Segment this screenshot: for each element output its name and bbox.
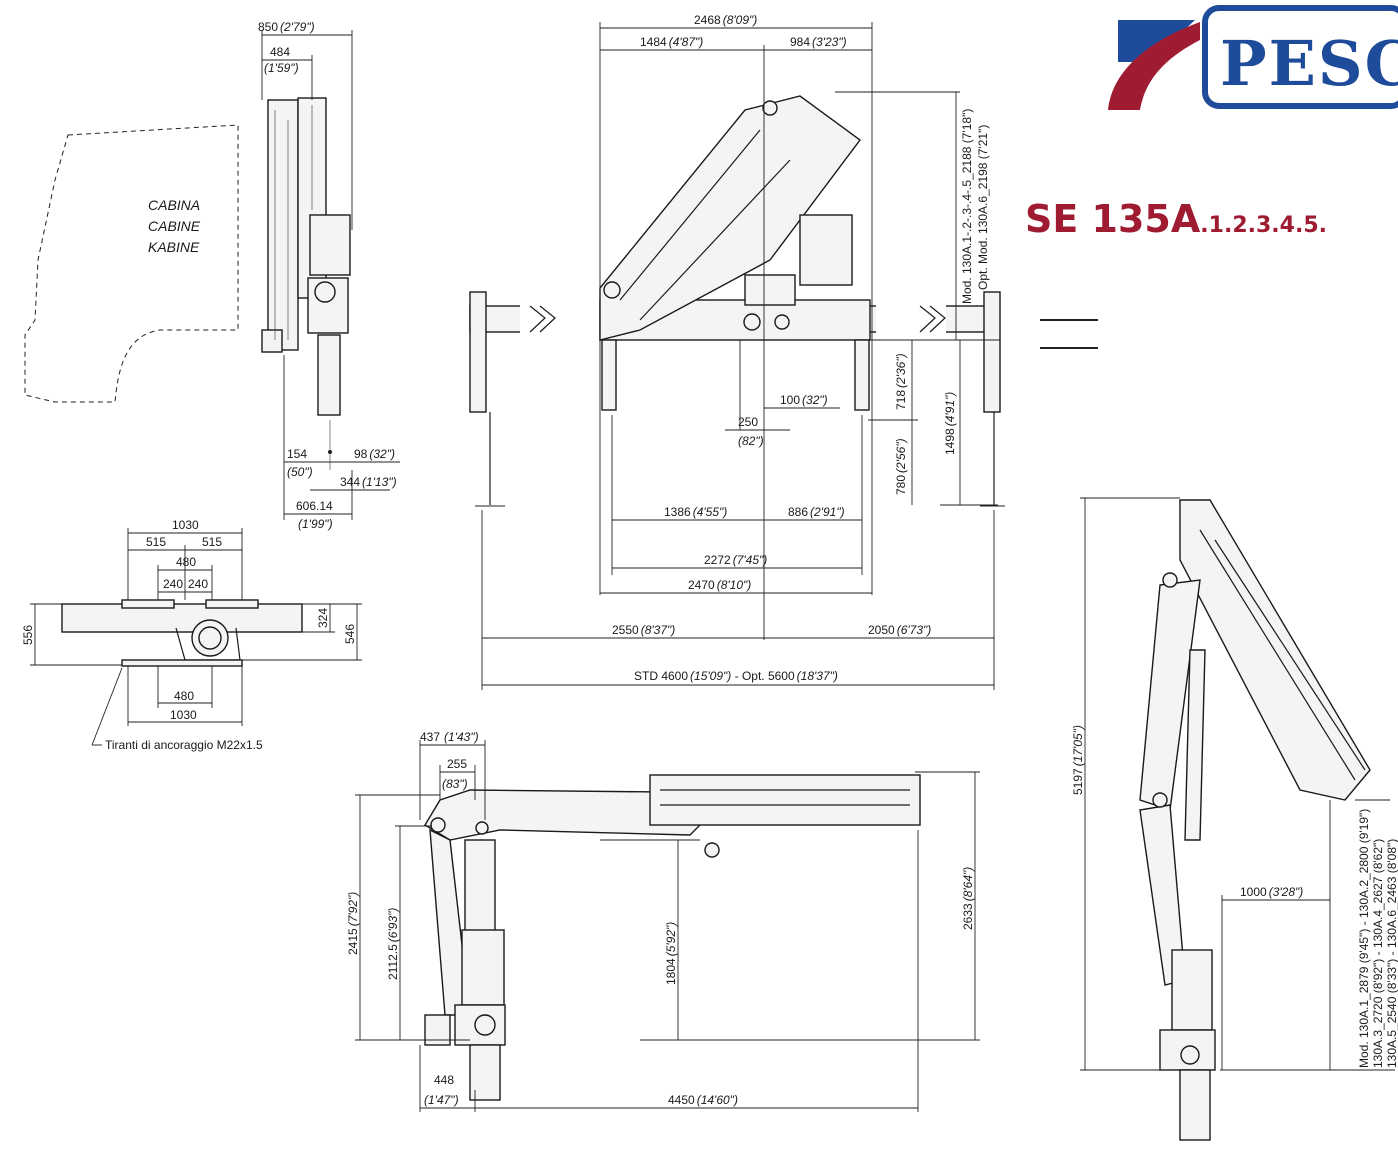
cab-label-de: KABINE <box>148 239 200 255</box>
front-dim-250: 250 <box>738 415 758 429</box>
front-dim-886: 886(2'91") <box>788 505 845 519</box>
base-dim-240-right: 240 <box>188 577 208 591</box>
ext-dim-2633: 2633(8'64") <box>961 867 975 930</box>
side-dim-850: 850(2'79") <box>258 20 315 34</box>
front-dim-2050: 2050(6'73") <box>868 623 931 637</box>
front-dim-250-in: (82") <box>738 434 764 448</box>
ext-dim-1804: 1804(5'92") <box>664 922 678 985</box>
fold-dim-5197: 5197(17'05") <box>1071 725 1085 795</box>
front-dim-2470: 2470(8'10") <box>688 578 751 592</box>
logo-frame <box>1202 5 1398 109</box>
ext-dim-255-in: (83") <box>442 777 468 791</box>
front-dim-1484: 1484(4'87") <box>640 35 703 49</box>
cab-dashed-outline <box>24 124 239 403</box>
ext-dim-448-in: (1'47") <box>424 1093 459 1107</box>
front-dim-2272: 2272(7'45") <box>704 553 767 567</box>
side-dim-484-in: (1'59") <box>264 61 299 75</box>
fold-mod-line3: 130A.5_2540 (8'33") - 130A.6_2463 (8'08"… <box>1385 839 1398 1068</box>
ext-dim-255: 255 <box>447 757 467 771</box>
base-dim-1030-bottom: 1030 <box>170 708 197 722</box>
front-height-opt: Opt. Mod. 130A.6_2198 (7'21") <box>976 125 990 290</box>
front-height-mod: Mod. 130A.1-.2-.3-.4-.5_2188 (7'18") <box>960 109 974 304</box>
logo-red-swoosh <box>1108 22 1200 110</box>
base-dim-324: 324 <box>316 608 330 628</box>
side-dim-98: 98(32") <box>354 447 395 461</box>
base-dim-1030-top: 1030 <box>172 518 199 532</box>
side-dim-154-in: (50") <box>287 465 313 479</box>
side-view: 850(2'79") 484 (1'59") 154 (50") 98(32")… <box>258 20 400 531</box>
base-dim-515-left: 515 <box>146 535 166 549</box>
ext-dim-448: 448 <box>434 1073 454 1087</box>
front-dim-984: 984(3'23") <box>790 35 847 49</box>
base-dim-480-bottom: 480 <box>174 689 194 703</box>
ext-dim-437: 437(1'43") <box>420 730 479 744</box>
side-dim-154: 154 <box>287 447 307 461</box>
front-dim-100: 100(32") <box>780 393 828 407</box>
base-dim-556: 556 <box>21 625 35 645</box>
base-plan-view: 1030 515 515 480 240 240 556 324 546 480… <box>21 518 362 752</box>
front-dim-718: 718(2'36") <box>894 353 908 410</box>
brand-name: PESCI <box>1220 27 1398 100</box>
fold-mod-line1: Mod. 130A.1_2879 (9'45") - 130A.2_2800 (… <box>1357 809 1371 1068</box>
front-dim-1498: 1498(4'91") <box>943 392 957 455</box>
model-main: SE 135A <box>1025 197 1201 241</box>
model-title: SE 135A.1.2.3.4.5. <box>1025 197 1327 241</box>
folded-view: 5197(17'05") 1000(3'28") Mod. 130A.1_287… <box>1071 497 1398 1141</box>
ext-dim-2112: 2112.5(6'93") <box>386 908 400 980</box>
extended-view: 437(1'43") 255 (83") 2415(7'92") 2112.5(… <box>346 730 980 1112</box>
base-dim-480-top: 480 <box>176 555 196 569</box>
ext-dim-2415: 2415(7'92") <box>346 892 360 955</box>
front-view: 2468(8'09") 1484(4'87") 984(3'23") Mod. … <box>469 13 1005 690</box>
cab-outline-view: CABINA CABINE KABINE <box>24 124 239 403</box>
front-dim-2550: 2550(8'37") <box>612 623 675 637</box>
base-dim-240-left: 240 <box>163 577 183 591</box>
front-dim-780: 780(2'56") <box>894 438 908 495</box>
model-suffix: .1.2.3.4.5. <box>1200 213 1327 238</box>
side-dim-606: 606.14 <box>296 499 333 513</box>
fold-mod-line2: 130A.3_2720 (8'92") - 130A.4_2627 (8'62"… <box>1371 839 1385 1068</box>
side-dim-484: 484 <box>270 45 290 59</box>
fold-dim-1000: 1000(3'28") <box>1240 885 1303 899</box>
front-dim-std-opt: STD 4600(15'09") - Opt. 5600(18'37") <box>634 669 838 683</box>
front-dim-2468: 2468(8'09") <box>694 13 757 27</box>
front-dim-1386: 1386(4'55") <box>664 505 727 519</box>
ext-dim-4450: 4450(14'60") <box>668 1093 738 1107</box>
side-dim-606-in: (1'99") <box>298 517 333 531</box>
equals-symbol <box>1040 319 1098 349</box>
cab-label-it: CABINA <box>148 197 200 213</box>
base-anchor-note: Tiranti di ancoraggio M22x1.5 <box>105 738 263 752</box>
base-dim-515-right: 515 <box>202 535 222 549</box>
svg-text:SE 135A.1.2.3.4.5.: SE 135A.1.2.3.4.5. <box>1025 197 1327 241</box>
brand-logo: PESCI <box>1108 5 1398 110</box>
side-dim-344: 344(1'13") <box>340 475 397 489</box>
cab-label-fr: CABINE <box>148 218 201 234</box>
base-dim-546: 546 <box>343 624 357 644</box>
logo-blue-stripe <box>1118 20 1195 62</box>
